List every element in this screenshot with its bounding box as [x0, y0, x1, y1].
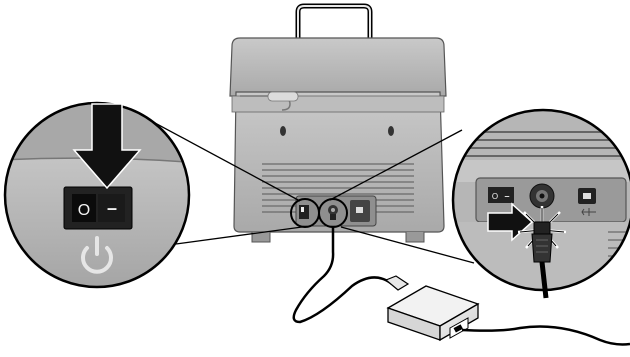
small-switch-off-label: O	[492, 192, 498, 201]
scanner-lid	[229, 37, 447, 97]
power-adapter	[384, 275, 630, 346]
power-icon	[81, 236, 113, 274]
power-plug	[517, 206, 567, 299]
usb-port-icon	[578, 188, 596, 216]
power-jack-icon	[529, 183, 555, 209]
rocker-switch-small: O –	[488, 187, 514, 203]
switch-off-label: O	[78, 202, 90, 219]
power-switch-callout: O –	[3, 101, 191, 289]
scanner	[229, 3, 447, 243]
small-switch-on-label: –	[504, 191, 509, 201]
rocker-switch: O –	[63, 186, 133, 230]
switch-on-label: –	[107, 198, 117, 218]
power-port-callout: O –	[451, 108, 630, 299]
down-arrow-icon	[72, 103, 142, 190]
vent-grille	[262, 163, 414, 213]
power-cable	[292, 226, 393, 324]
